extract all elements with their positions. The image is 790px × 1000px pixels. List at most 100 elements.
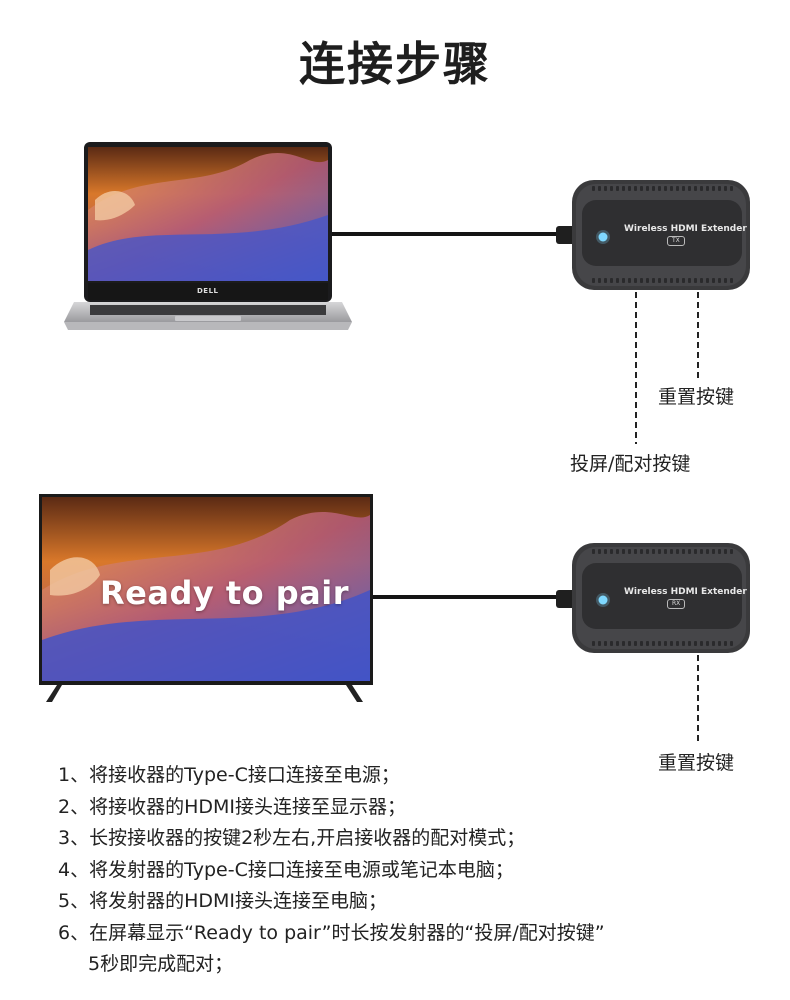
vent-slot <box>652 278 655 283</box>
vent-slot <box>652 641 655 646</box>
vent-slot <box>628 278 631 283</box>
vent-slot <box>694 278 697 283</box>
tx-pair-button-label: 投屏/配对按键 <box>570 449 690 476</box>
vent-slot <box>592 186 595 191</box>
vent-slot <box>706 549 709 554</box>
vent-slot <box>604 641 607 646</box>
vent-slot <box>616 641 619 646</box>
vent-slot <box>670 641 673 646</box>
vent-slot <box>622 549 625 554</box>
vent-slot <box>622 641 625 646</box>
vent-slot <box>730 549 733 554</box>
vent-slot <box>664 278 667 283</box>
vent-slot <box>598 549 601 554</box>
transmitter-device <box>572 180 750 290</box>
vent-slot <box>682 278 685 283</box>
laptop <box>64 142 352 330</box>
vent-slot <box>664 549 667 554</box>
vent-slot <box>670 278 673 283</box>
vent-slot <box>646 641 649 646</box>
step-5: 5、将发射器的HDMI接头连接至电脑； <box>58 886 758 918</box>
vent-slot <box>712 549 715 554</box>
vent-slot <box>658 186 661 191</box>
vent-slot <box>718 186 721 191</box>
vent-slot <box>712 278 715 283</box>
vent-slot <box>610 641 613 646</box>
vent-slot <box>646 186 649 191</box>
vent-slot <box>640 186 643 191</box>
vent-slot <box>694 549 697 554</box>
step-6: 6、在屏幕显示“Ready to pair”时长按发射器的“投屏/配对按键” <box>58 918 758 950</box>
vent-slot <box>682 549 685 554</box>
vent-slot <box>694 641 697 646</box>
vent-slot <box>598 186 601 191</box>
vent-slot <box>628 186 631 191</box>
vent-slot <box>688 641 691 646</box>
vent-slot <box>700 278 703 283</box>
vent-slot <box>700 186 703 191</box>
transmitter-tag: TX <box>667 236 685 246</box>
vent-slot <box>634 549 637 554</box>
vent-slot <box>658 549 661 554</box>
vent-slot <box>610 278 613 283</box>
vent-slot <box>730 186 733 191</box>
vent-slot <box>724 549 727 554</box>
vent-slot <box>718 278 721 283</box>
vent-slot <box>676 278 679 283</box>
vent-slot <box>664 186 667 191</box>
tv-screen-text: Ready to pair <box>100 574 349 612</box>
vent-slot <box>670 186 673 191</box>
vent-slot <box>712 641 715 646</box>
vent-slot <box>676 186 679 191</box>
vent-slot <box>700 549 703 554</box>
vent-slot <box>610 549 613 554</box>
vent-slot <box>676 641 679 646</box>
vent-slot <box>634 278 637 283</box>
vent-slot <box>658 278 661 283</box>
vent-slot <box>598 278 601 283</box>
vent-slot <box>634 641 637 646</box>
vent-slot <box>670 549 673 554</box>
vent-slot <box>724 641 727 646</box>
vent-slot <box>730 641 733 646</box>
step-2: 2、将接收器的HDMI接头连接至显示器； <box>58 792 758 824</box>
vent-slot <box>628 549 631 554</box>
step-3: 3、长按接收器的按键2秒左右,开启接收器的配对模式； <box>58 823 758 855</box>
vent-slot <box>592 641 595 646</box>
vent-slot <box>712 186 715 191</box>
vent-slot <box>676 549 679 554</box>
vent-slot <box>718 641 721 646</box>
vent-slot <box>706 641 709 646</box>
vent-slot <box>640 278 643 283</box>
vent-slot <box>706 186 709 191</box>
vent-slot <box>628 641 631 646</box>
vent-slot <box>724 278 727 283</box>
receiver-tag: RX <box>667 599 685 609</box>
receiver-label: Wireless HDMI Extender <box>624 587 747 597</box>
step-6-continued: 5秒即完成配对； <box>58 949 758 981</box>
vent-slot <box>682 641 685 646</box>
vent-slot <box>616 278 619 283</box>
tx-reset-button-label: 重置按键 <box>658 382 734 409</box>
vent-slot <box>622 186 625 191</box>
step-4: 4、将发射器的Type-C接口连接至电源或笔记本电脑； <box>58 855 758 887</box>
vent-slot <box>664 641 667 646</box>
laptop-brand-logo: DELL <box>197 287 219 295</box>
step-1: 1、将接收器的Type-C接口连接至电源； <box>58 760 758 792</box>
instruction-steps: 1、将接收器的Type-C接口连接至电源； 2、将接收器的HDMI接头连接至显示… <box>58 760 758 981</box>
vent-slot <box>682 186 685 191</box>
vent-slot <box>724 186 727 191</box>
vent-slot <box>688 549 691 554</box>
receiver-device <box>572 543 750 653</box>
vent-slot <box>688 186 691 191</box>
vent-slot <box>694 186 697 191</box>
vent-slot <box>604 549 607 554</box>
vent-slot <box>646 278 649 283</box>
vent-slot <box>616 186 619 191</box>
vent-slot <box>640 549 643 554</box>
vent-slot <box>604 278 607 283</box>
vent-slot <box>652 549 655 554</box>
vent-slot <box>730 278 733 283</box>
vent-slot <box>700 641 703 646</box>
vent-slot <box>592 278 595 283</box>
